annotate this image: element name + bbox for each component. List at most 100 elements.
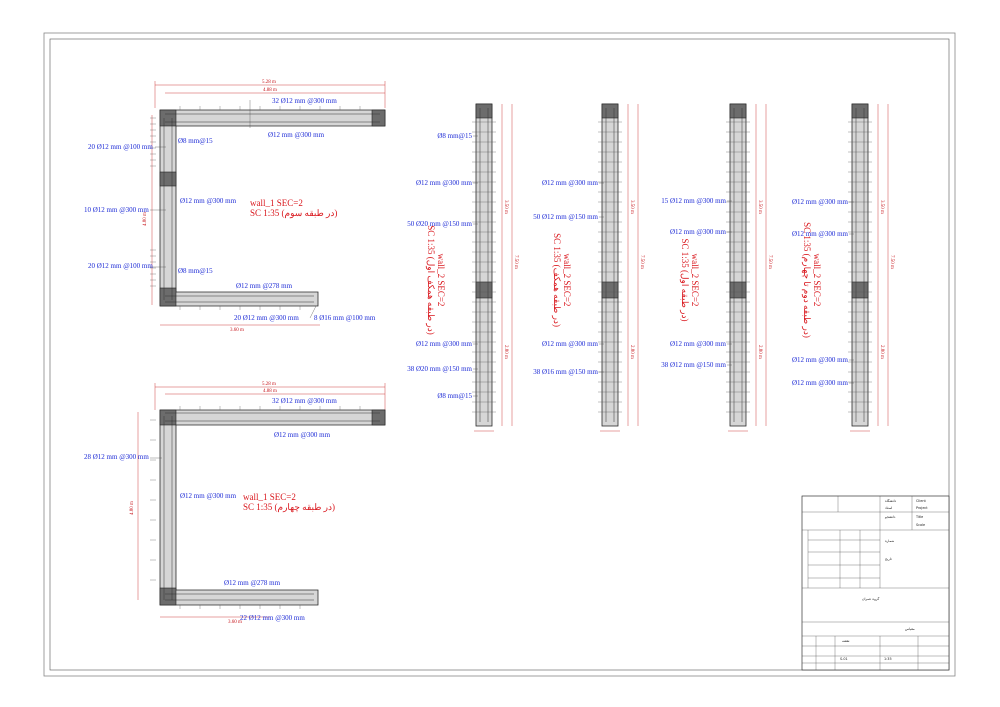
section-3-top-cap <box>729 103 747 119</box>
plan-a-dim-overall: 5.28 m <box>262 80 276 85</box>
section-4-label-3: Ø12 mm @300 mm <box>792 356 849 364</box>
tb-scale-fa: مقیاس <box>905 627 915 631</box>
plan-b-label-top-rebar: 32 Ø12 mm @300 mm <box>272 397 337 405</box>
plan-b-label-web: Ø12 mm @300 mm <box>180 492 237 500</box>
section-1-dim-upper-label: 3.50 m <box>503 200 508 214</box>
tb-scale-value: 1:35 <box>884 657 892 661</box>
section-3-label-4: 38 Ø12 mm @150 mm <box>661 361 726 369</box>
section-1-dim-lower-label: 2.80 m <box>503 345 508 359</box>
tb-sheet-number: S-01 <box>840 657 848 661</box>
plan-b-label-inner-rebar: Ø12 mm @300 mm <box>274 431 331 439</box>
section-3-dim-lower-label: 2.80 m <box>757 345 762 359</box>
plan-a-label-tie-top: Ø8 mm@15 <box>178 137 213 145</box>
tb-client: Client <box>916 499 926 503</box>
plan-b-dim-height: 4.80 m <box>130 501 135 515</box>
section-1-title: wall_2 SEC=2 <box>436 254 446 307</box>
tb-project: Project <box>916 506 928 510</box>
plan-a-label-end: 8 Ø16 mm @100 mm <box>314 314 376 322</box>
tb-department: گروه عمران <box>862 596 880 601</box>
section-2-scale: SC 1:35 (در طبقه همکف) <box>551 233 562 327</box>
plan-a-label-tie-bottom: Ø8 mm@15 <box>178 267 213 275</box>
plan-a-dim-height: 4.80 m <box>143 212 148 226</box>
section-2-wall <box>601 103 619 427</box>
section-4-dim-upper-label: 3.50 m <box>879 200 884 214</box>
section-3-label-2: Ø12 mm @300 mm <box>670 228 727 236</box>
section-1-label-6: Ø8 mm@15 <box>437 392 472 400</box>
section-4-title: wall_2 SEC=2 <box>812 254 822 307</box>
plan-a-scale: SC 1:35 (در طبقه سوم) <box>250 208 337 219</box>
tb-title: Title <box>915 515 923 519</box>
plan-a-dim-bottom: 3.60 m <box>230 328 244 333</box>
section-1-label-4: Ø12 mm @300 mm <box>416 340 473 348</box>
plan-b-dim-bottom: 3.60 m <box>228 620 242 625</box>
tb-scale: Scale <box>916 523 925 527</box>
tb-sheet: نقشه <box>842 639 850 643</box>
plan-a-label-inner-rebar: Ø12 mm @300 mm <box>268 131 325 139</box>
section-2-label-4: 38 Ø16 mm @150 mm <box>533 368 598 376</box>
section-1-top-cap <box>475 103 493 119</box>
plan-b-title: wall_1 SEC=2 <box>243 492 296 502</box>
section-4-top-cap <box>851 103 869 119</box>
section-1-scale: SC 1:35 (در طبقه همکف اول) <box>425 225 436 335</box>
section-2-dim-upper-label: 3.50 m <box>629 200 634 214</box>
section-2-label-2: 50 Ø12 mm @150 mm <box>533 213 598 221</box>
section-1-label-2: Ø12 mm @300 mm <box>416 179 473 187</box>
section-2-title: wall_2 SEC=2 <box>562 254 572 307</box>
section-4-scale: SC 1:35 (در طبقه دوم تا چهارم) <box>801 222 812 338</box>
plan-b-label-bottom: 22 Ø12 mm @300 mm <box>240 614 305 622</box>
plan-a-label-web: Ø12 mm @300 mm <box>180 197 237 205</box>
plan-b-scale: SC 1:35 (در طبقه چهارم) <box>243 502 335 513</box>
section-4-label-2: Ø12 mm @300 mm <box>792 230 849 238</box>
section-4-dim-total-label: 7.50 m <box>889 255 894 269</box>
plan-a-label-bottom: 20 Ø12 mm @300 mm <box>234 314 299 322</box>
plan-wall-1-fourth-floor: 5.28 m 4.88 m 4.80 m 3.60 m 32 Ø12 mm @3… <box>84 382 386 625</box>
section-4-slab <box>851 281 869 299</box>
plan-a-dim-inner: 4.88 m <box>263 88 277 93</box>
section-2-top-cap <box>601 103 619 119</box>
section-1-label-3: 50 Ø20 mm @150 mm <box>407 220 472 228</box>
section-4-wall <box>851 103 869 427</box>
section-2-ties <box>598 121 622 413</box>
section-3-wall <box>729 103 747 427</box>
section-2-slab <box>601 281 619 299</box>
plan-b-dim-overall: 5.28 m <box>262 382 276 387</box>
section-3-scale: SC 1:35 (در طبقه اول) <box>679 238 690 321</box>
tb-instructor: استاد <box>885 506 892 510</box>
section-3-label-1: 15 Ø12 mm @300 mm <box>661 197 726 205</box>
tb-number: شماره <box>885 539 894 543</box>
section-3-title: wall_2 SEC=2 <box>690 254 700 307</box>
tb-date: تاریخ <box>885 557 892 561</box>
section-4-label-4: Ø12 mm @300 mm <box>792 379 849 387</box>
section-3-dim-upper-label: 3.50 m <box>757 200 762 214</box>
plan-a-label-left-top: 20 Ø12 mm @100 mm <box>88 143 153 151</box>
plan-b-label-flange: Ø12 mm @278 mm <box>224 579 281 587</box>
outer-frame <box>43 32 956 677</box>
section-3-label-3: Ø12 mm @300 mm <box>670 340 727 348</box>
section-3-ties <box>726 121 750 413</box>
plan-a-label-left-mid: 10 Ø12 mm @300 mm <box>84 206 149 214</box>
plan-b-label-left: 28 Ø12 mm @300 mm <box>84 453 149 461</box>
plan-a-title: wall_1 SEC=2 <box>250 198 303 208</box>
section-2-label-3: Ø12 mm @300 mm <box>542 340 599 348</box>
plan-a-label-top-rebar: 32 Ø12 mm @300 mm <box>272 97 337 105</box>
tb-university: دانشگاه <box>885 498 897 503</box>
section-1-ties <box>472 121 496 413</box>
plan-a-label-left-bottom: 20 Ø12 mm @100 mm <box>88 262 153 270</box>
tb-student: دانشجو <box>884 515 896 519</box>
section-2-dim-lower-label: 2.80 m <box>629 345 634 359</box>
section-2-dim-total-label: 7.50 m <box>639 255 644 269</box>
plan-a-label-flange: Ø12 mm @278 mm <box>236 282 293 290</box>
section-1-label-1: Ø8 mm@15 <box>437 132 472 140</box>
inner-frame <box>49 38 950 671</box>
section-2-label-1: Ø12 mm @300 mm <box>542 179 599 187</box>
section-4-ties <box>848 121 872 413</box>
section-4-dim-lower-label: 2.80 m <box>879 345 884 359</box>
plan-wall-1-third-floor: 5.28 m 4.88 m 4.80 m 3.60 m 32 Ø12 mm @3… <box>84 80 386 333</box>
section-3-dim-total-label: 7.50 m <box>767 255 772 269</box>
section-3-slab <box>729 281 747 299</box>
section-1-slab <box>475 281 493 299</box>
title-block: Client Project Title Scale دانشگاه استاد… <box>801 495 950 671</box>
plan-b-dim-inner: 4.88 m <box>263 389 277 394</box>
